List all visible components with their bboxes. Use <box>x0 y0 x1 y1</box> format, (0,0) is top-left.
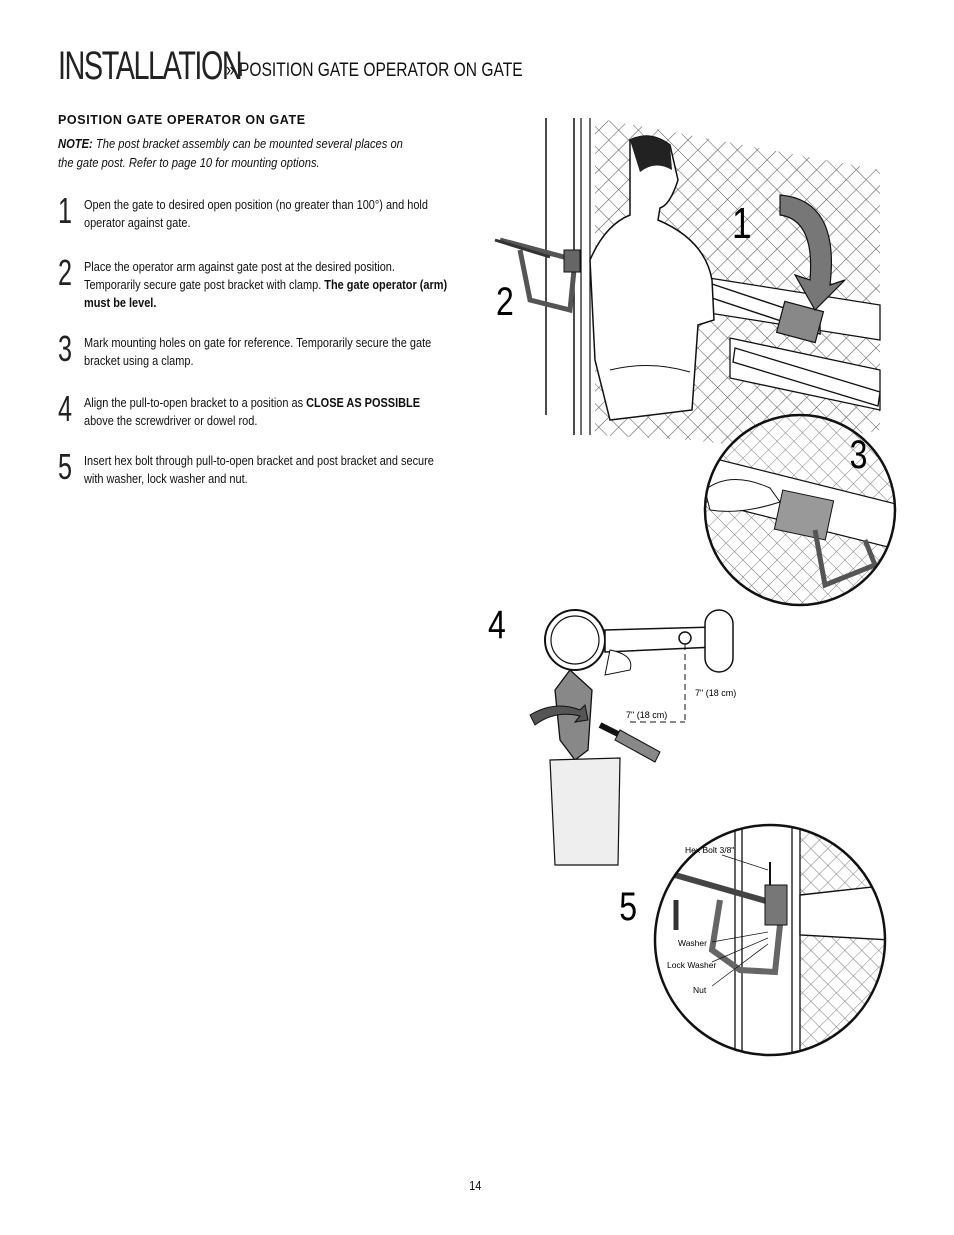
step-text: Mark mounting holes on gate for referenc… <box>84 335 432 368</box>
gate-scene <box>494 118 881 450</box>
dim-vertical-label: 7" (18 cm) <box>695 688 736 698</box>
page-number: 14 <box>469 1178 482 1193</box>
section-heading: POSITION GATE OPERATOR ON GATE <box>58 113 306 127</box>
step-text: Align the pull-to-open bracket to a posi… <box>84 395 421 428</box>
note-text: The post bracket assembly can be mounted… <box>58 136 403 170</box>
step-number: 1 <box>58 190 73 231</box>
callout-3: 3 <box>850 432 868 477</box>
callout-5: 5 <box>619 884 637 929</box>
installation-illustration: 1 2 3 4 7" (18 cm) 7" (18 cm) <box>488 118 897 1057</box>
callout-2: 2 <box>496 279 514 324</box>
note: NOTE: The post bracket assembly can be m… <box>58 134 419 172</box>
step-text: Insert hex bolt through pull-to-open bra… <box>84 453 434 486</box>
title-main: INSTALLATION <box>58 44 243 88</box>
step-number: 4 <box>58 388 73 429</box>
callout-1: 1 <box>732 199 752 248</box>
washer-label: Washer <box>678 938 707 948</box>
title-sub: » POSITION GATE OPERATOR ON GATE <box>226 60 523 81</box>
detail-4 <box>529 609 734 866</box>
lock-washer-label: Lock Washer <box>667 960 716 970</box>
note-label: NOTE: <box>58 136 93 151</box>
dim-horizontal-label: 7" (18 cm) <box>626 710 667 720</box>
step-text: Place the operator arm against gate post… <box>84 259 448 310</box>
step-number: 2 <box>58 252 73 293</box>
step-number: 3 <box>58 328 73 369</box>
nut-label: Nut <box>693 985 707 995</box>
step-number: 5 <box>58 446 73 487</box>
detail-3 <box>703 413 897 607</box>
hex-bolt-label: Hex Bolt 3/8" <box>685 845 734 855</box>
page-title: INSTALLATION » POSITION GATE OPERATOR ON… <box>58 44 523 89</box>
step-text: Open the gate to desired open position (… <box>84 197 428 230</box>
callout-4: 4 <box>488 602 506 647</box>
